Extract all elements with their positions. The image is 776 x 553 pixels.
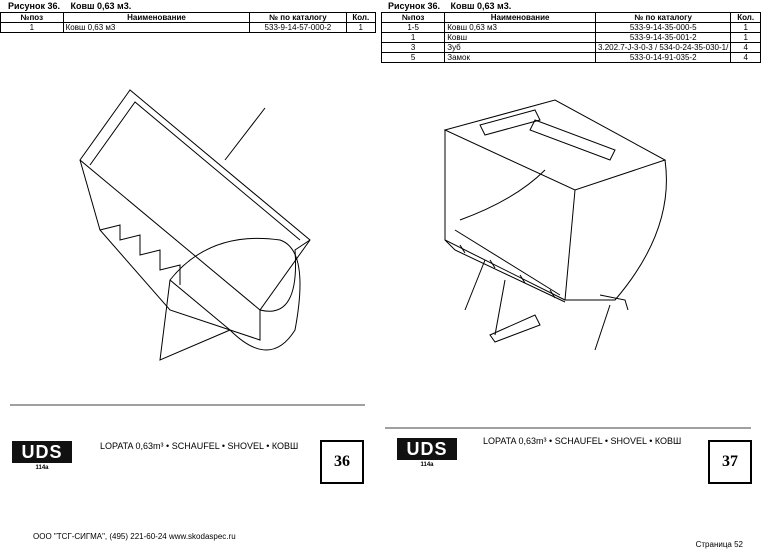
logo-sub: 114a [420,462,434,468]
row-pos: 1 [0,22,64,33]
bucket-back-wall [79,89,311,311]
row-qty: 4 [730,42,761,53]
col-name-header: Наименование [62,12,251,23]
row-name: Ковш 0,63 м3 [62,22,251,33]
row-qty: 1 [730,22,761,33]
bucket-left-side [444,130,566,301]
row-qty: 4 [730,52,761,63]
logo-sub: 114a [35,465,49,471]
col-pos-header: №поз [0,12,64,23]
logo-mark: UDS [12,441,72,463]
row-name: Замок [444,52,597,63]
bucket-top-frame [443,99,667,191]
hinge-tube-1 [479,109,541,136]
sheet-model: LOPATA [483,436,517,446]
table-header-row: №поз Наименование № по каталогу Кол. [0,12,376,23]
table-row: 3 Зуб 3.202.7-J-3-0-3 / 534-0-24-35-030-… [380,42,761,53]
teeth [459,244,556,299]
table-row: 1 Ковш 533-9-14-35-001-2 1 [380,32,761,43]
col-pos-header: №поз [380,12,446,23]
tooth-part [489,314,541,343]
table-row: 1-5 Ковш 0,63 м3 533-9-14-35-000-5 1 [380,22,761,33]
bucket-cutting-edge [444,239,566,303]
row-catalog: 533-9-14-35-001-2 [595,32,732,43]
right-caption-title: Ковш 0,63 м3. [450,1,512,11]
right-sheet-title: LOPATA 0,63m³ • SCHAUFEL • SHOVEL • КОВШ [483,436,681,446]
row-qty: 1 [730,32,761,43]
bucket-floor-lines [454,169,561,296]
bucket-end-plate [169,237,301,351]
row-pos: 5 [380,52,446,63]
right-sheet-number: 37 [708,440,752,484]
leader-3 [464,259,486,311]
row-name: Ковш [444,32,597,43]
bucket-bottom [159,279,231,361]
left-parts-table: №поз Наименование № по каталогу Кол. 1 К… [0,12,376,33]
row-catalog: 533-9-14-35-000-5 [595,22,732,33]
left-uds-logo: UDS 114a [12,441,72,471]
col-catalog-header: № по каталогу [249,12,347,23]
left-sheet-title: LOPATA 0,63m³ • SCHAUFEL • SHOVEL • КОВШ [100,441,298,451]
leader-5 [494,279,506,336]
bucket-inner-line [89,101,301,241]
row-catalog: 533-0-14-91-035-2 [595,52,732,63]
bucket-side [259,239,311,312]
bucket-steps [99,224,181,285]
table-row: 5 Замок 533-0-14-91-035-2 4 [380,52,761,63]
row-pos: 1 [380,32,446,43]
hinge-tube-2 [529,119,616,161]
right-caption-label: Рисунок 36. [388,1,440,11]
row-name: Зуб [444,42,597,53]
left-sheet-number: 36 [320,440,364,484]
bucket-right-side [564,159,667,301]
col-name-header: Наименование [444,12,597,23]
bucket-floor [79,159,261,341]
row-catalog: 533-9-14-57-000-2 [249,22,347,33]
right-uds-logo: UDS 114a [397,438,457,468]
left-bucket-drawing [10,89,365,406]
left-caption: Рисунок 36. Ковш 0,63 м3. [8,1,139,11]
pin-part [599,294,629,311]
right-caption: Рисунок 36. Ковш 0,63 м3. [388,1,519,11]
row-catalog: 3.202.7-J-3-0-3 / 534-0-24-35-030-1/ [595,42,732,53]
sheet-model: LOPATA [100,441,134,451]
footer-company: ООО "ТСГ-СИГМА", (495) 221-60-24 www.sko… [33,532,236,541]
left-caption-label: Рисунок 36. [8,1,60,11]
col-qty-header: Кол. [345,12,376,23]
right-parts-table: №поз Наименование № по каталогу Кол. 1-5… [380,12,761,63]
col-catalog-header: № по каталогу [595,12,732,23]
row-name: Ковш 0,63 м3 [444,22,597,33]
col-qty-header: Кол. [730,12,761,23]
table-row: 1 Ковш 0,63 м3 533-9-14-57-000-2 1 [0,22,376,33]
leader-pin [594,304,611,351]
footer-page: Страница 52 [695,540,743,549]
row-pos: 1-5 [380,22,446,33]
sheet-text: 0,63m³ • SCHAUFEL • SHOVEL • КОВШ [518,436,682,446]
row-pos: 3 [380,42,446,53]
left-caption-title: Ковш 0,63 м3. [70,1,132,11]
row-qty: 1 [345,22,376,33]
logo-mark: UDS [397,438,457,460]
table-header-row: №поз Наименование № по каталогу Кол. [380,12,761,23]
leader-line [224,107,266,161]
right-bucket-drawing [385,99,751,429]
sheet-text: 0,63m³ • SCHAUFEL • SHOVEL • КОВШ [135,441,299,451]
